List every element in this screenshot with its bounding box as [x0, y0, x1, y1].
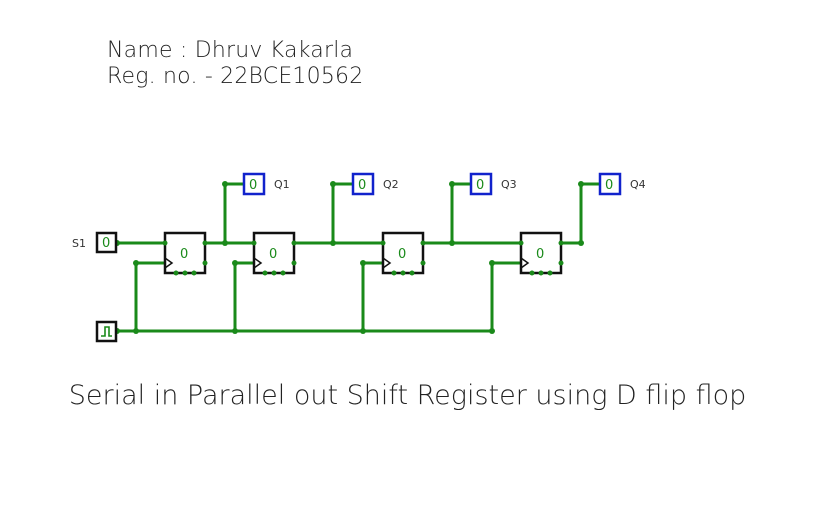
d-flip-flop-2[interactable]: 0 — [251, 231, 297, 276]
d-flip-flop-3[interactable]: 0 — [380, 231, 426, 276]
pin-q — [202, 240, 208, 246]
input-label: S1 — [72, 237, 86, 250]
junction-dot — [232, 260, 238, 266]
input-value: 0 — [102, 236, 110, 251]
wire-ff3-to-q3 — [450, 182, 471, 243]
clock-triangle-icon — [382, 257, 392, 269]
flip-flop-state: 0 — [269, 247, 277, 262]
junction-dot — [449, 240, 455, 246]
registration-number: Reg. no. - 22BCE10562 — [107, 64, 364, 89]
clock-triangle-icon — [253, 257, 263, 269]
clock-source[interactable] — [95, 320, 118, 343]
input-toggle[interactable] — [95, 231, 118, 254]
wire-ff2-to-q2 — [331, 182, 353, 243]
junction-dot — [222, 181, 228, 187]
square-wave-icon — [101, 326, 112, 337]
output-probe[interactable] — [598, 172, 622, 196]
pin-bottom — [182, 270, 188, 276]
clock-triangle-icon — [164, 257, 174, 269]
pin-bottom — [547, 270, 553, 276]
flip-flop-body[interactable] — [163, 231, 207, 275]
wire-ff4-to-q4 — [561, 182, 600, 245]
output-probe[interactable] — [351, 172, 375, 196]
d-flip-flop-1[interactable]: 0 — [162, 231, 208, 276]
author-info: Name : Dhruv Kakarla Reg. no. - 22BCE105… — [107, 38, 363, 90]
flip-flop-state: 0 — [398, 247, 406, 262]
pin-d — [380, 240, 386, 246]
output-q1[interactable]: 0 Q1 — [242, 172, 290, 196]
junction-dot — [330, 240, 336, 246]
pin-qbar — [420, 260, 426, 266]
junction-dot — [232, 328, 238, 334]
wire-clock-ff4 — [490, 261, 521, 331]
wire-clock-ff2 — [233, 261, 254, 331]
flip-flop-body[interactable] — [252, 231, 296, 275]
output-q2[interactable]: 0 Q2 — [351, 172, 399, 196]
output-value: 0 — [358, 178, 366, 193]
junction-dot — [449, 181, 455, 187]
pin-bottom — [391, 270, 397, 276]
pin-bottom — [173, 270, 179, 276]
flip-flop-body[interactable] — [519, 231, 563, 275]
junction-dot — [578, 181, 584, 187]
junction-dot — [489, 260, 495, 266]
output-value: 0 — [476, 178, 484, 193]
diagram-caption: Serial in Parallel out Shift Register us… — [68, 380, 747, 411]
junctions — [114, 181, 584, 334]
wire-ff1-to-q1 — [223, 182, 244, 243]
pin-qbar — [202, 260, 208, 266]
pin-bottom — [271, 270, 277, 276]
junction-dot — [360, 328, 366, 334]
output-label: Q4 — [630, 178, 646, 191]
pin-bottom — [400, 270, 406, 276]
output-probe[interactable] — [469, 172, 493, 196]
clock-box[interactable] — [95, 320, 118, 343]
pin-d — [518, 240, 524, 246]
pin-bottom — [280, 270, 286, 276]
pin-bottom — [538, 270, 544, 276]
output-probe[interactable] — [242, 172, 266, 196]
output-q4[interactable]: 0 Q4 — [598, 172, 646, 196]
pin-q — [558, 240, 564, 246]
flip-flop-body[interactable] — [381, 231, 425, 275]
wire-clock-ff1 — [134, 261, 165, 331]
junction-dot — [222, 240, 228, 246]
pin-q — [420, 240, 426, 246]
output-label: Q2 — [383, 178, 399, 191]
junction-dot — [489, 328, 495, 334]
wire-clock-ff3 — [361, 261, 383, 331]
pin-d — [251, 240, 257, 246]
output-value: 0 — [605, 178, 613, 193]
d-flip-flop-4[interactable]: 0 — [518, 231, 564, 276]
pin-qbar — [558, 260, 564, 266]
junction-dot — [330, 181, 336, 187]
pin-bottom — [262, 270, 268, 276]
clock-triangle-icon — [520, 257, 530, 269]
pin-q — [291, 240, 297, 246]
output-q3[interactable]: 0 Q3 — [469, 172, 517, 196]
flip-flop-state: 0 — [180, 247, 188, 262]
pin-bottom — [529, 270, 535, 276]
pin-bottom — [191, 270, 197, 276]
pin-bottom — [409, 270, 415, 276]
junction-dot — [578, 240, 584, 246]
output-label: Q3 — [501, 178, 517, 191]
output-value: 0 — [249, 178, 257, 193]
junction-dot — [133, 260, 139, 266]
output-label: Q1 — [274, 178, 290, 191]
pin-d — [162, 240, 168, 246]
author-name: Name : Dhruv Kakarla — [107, 38, 354, 63]
junction-dot — [360, 260, 366, 266]
input-s1[interactable]: S1 0 — [72, 231, 118, 254]
pin-qbar — [291, 260, 297, 266]
junction-dot — [133, 328, 139, 334]
flip-flop-state: 0 — [536, 247, 544, 262]
